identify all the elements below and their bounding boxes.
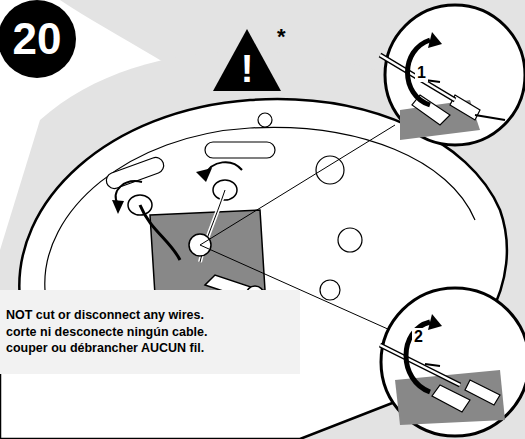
warning-symbol: ! [241, 50, 254, 88]
callout-number: 1 [415, 64, 428, 82]
step-number-text: 20 [13, 17, 62, 61]
warning-note: NOT cut or disconnect any wires.corte ni… [0, 290, 300, 374]
warning-text: NOT cut or disconnect any wires. [6, 307, 204, 324]
callout-number: 2 [412, 328, 425, 346]
warning-text: couper ou débrancher AUCUN fil. [6, 340, 204, 357]
triangle-fill [213, 29, 281, 91]
step-number: 20 [0, 0, 76, 78]
footnote-mark: * [277, 24, 286, 50]
warning-triangle: ! [212, 28, 282, 92]
warning-text: corte ni desconecte ningún cable. [6, 324, 207, 341]
